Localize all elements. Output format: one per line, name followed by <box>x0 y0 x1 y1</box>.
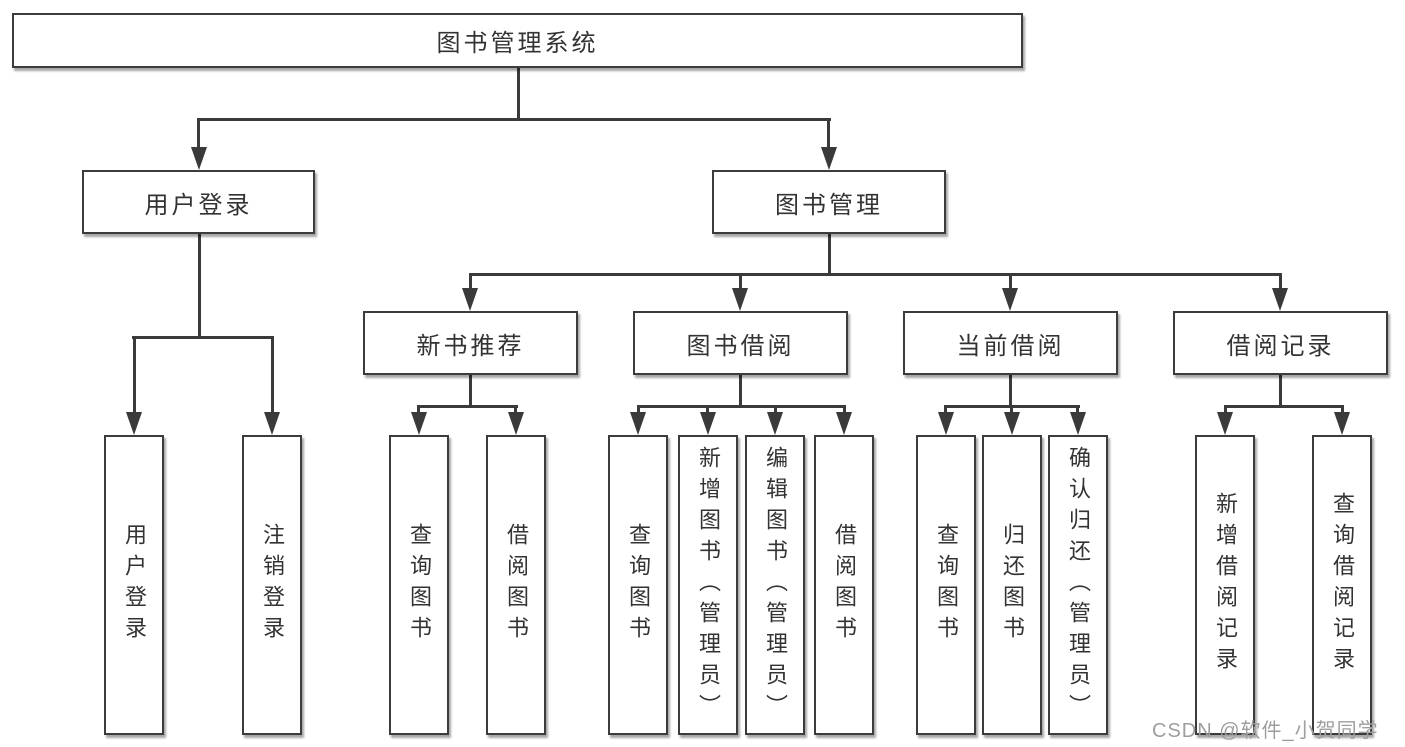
connector-drop-leaf-logout <box>271 336 274 414</box>
arrowhead-cb-query <box>938 412 954 435</box>
arrowhead-user-login <box>191 147 207 170</box>
leaf-cb-return-books-label: 归还图书 <box>1000 523 1025 647</box>
leaf-bb-edit-books-admin: 编辑图书（管理员） <box>745 435 805 735</box>
leaf-cb-confirm-return-admin: 确认归还（管理员） <box>1048 435 1108 735</box>
leaf-cb-confirm-return-admin-label: 确认归还（管理员） <box>1066 445 1091 725</box>
node-borrow-records-label: 借阅记录 <box>1226 332 1335 360</box>
leaf-br-query-record-label: 查询借阅记录 <box>1330 492 1355 678</box>
connector-level3-bus <box>469 273 1282 276</box>
arrowhead-nb-query <box>411 412 427 435</box>
leaf-bb-borrow-books: 借阅图书 <box>814 435 874 735</box>
node-borrow-records: 借阅记录 <box>1173 311 1388 375</box>
leaf-nb-query-books: 查询图书 <box>389 435 449 735</box>
connector-drop-newbook <box>469 273 472 290</box>
arrowhead-borrowrecords <box>1272 288 1288 311</box>
node-book-borrow: 图书借阅 <box>633 311 848 375</box>
connector-drop-cb-confirm <box>1076 405 1079 415</box>
connector-userlogin-bus <box>132 336 273 339</box>
leaf-bb-query-books: 查询图书 <box>608 435 668 735</box>
leaf-br-query-record: 查询借阅记录 <box>1312 435 1372 735</box>
arrowhead-cb-confirm <box>1070 412 1086 435</box>
node-library-system: 图书管理系统 <box>12 13 1023 68</box>
connector-root-stem <box>517 68 520 118</box>
connector-drop-user-login <box>197 118 200 152</box>
leaf-logout: 注销登录 <box>242 435 302 735</box>
leaf-cb-query-books: 查询图书 <box>916 435 976 735</box>
connector-drop-nb-query <box>417 405 420 415</box>
connector-bookborrow-bus <box>637 405 846 408</box>
arrowhead-leaf-login <box>126 412 142 435</box>
connector-drop-br-add <box>1224 405 1227 415</box>
leaf-bb-query-books-label: 查询图书 <box>626 523 651 647</box>
arrowhead-bb-query <box>630 412 646 435</box>
node-book-management: 图书管理 <box>712 170 946 234</box>
leaf-bb-edit-books-admin-label: 编辑图书（管理员） <box>763 445 788 725</box>
leaf-user-login-label: 用户登录 <box>122 523 147 647</box>
arrowhead-bb-borrow <box>836 412 852 435</box>
arrowhead-bb-edit <box>767 412 783 435</box>
connector-newbook-stem <box>469 375 472 405</box>
node-book-management-label: 图书管理 <box>775 191 883 219</box>
csdn-watermark: CSDN @软件_小贺同学 <box>1152 720 1379 742</box>
node-current-borrow-label: 当前借阅 <box>956 332 1065 360</box>
leaf-cb-return-books: 归还图书 <box>982 435 1042 735</box>
connector-drop-bb-edit <box>774 405 777 415</box>
connector-drop-borrowrecords <box>1279 273 1282 290</box>
node-new-book-recommend-label: 新书推荐 <box>416 332 525 360</box>
leaf-nb-query-books-label: 查询图书 <box>407 523 432 647</box>
connector-drop-nb-borrow <box>514 405 517 415</box>
leaf-cb-query-books-label: 查询图书 <box>934 523 959 647</box>
node-user-login-label: 用户登录 <box>144 191 253 219</box>
connector-level1-bus <box>197 118 831 121</box>
node-new-book-recommend: 新书推荐 <box>363 311 578 375</box>
connector-drop-cb-query <box>944 405 947 415</box>
connector-drop-cb-return <box>1010 405 1013 415</box>
arrowhead-bookborrow <box>732 288 748 311</box>
leaf-bb-add-books-admin-label: 新增图书（管理员） <box>696 445 721 725</box>
connector-bookmgmt-stem <box>828 233 831 273</box>
arrowhead-br-query <box>1334 412 1350 435</box>
arrowhead-leaf-logout <box>264 412 280 435</box>
connector-drop-leaf-login <box>133 336 136 414</box>
arrowhead-cb-return <box>1004 412 1020 435</box>
leaf-bb-borrow-books-label: 借阅图书 <box>832 523 857 647</box>
connector-newbook-bus <box>418 405 518 408</box>
node-current-borrow: 当前借阅 <box>903 311 1118 375</box>
node-book-borrow-label: 图书借阅 <box>686 332 795 360</box>
connector-userlogin-stem <box>198 233 201 336</box>
connector-borrowrecords-bus <box>1224 405 1344 408</box>
connector-drop-bookborrow <box>739 273 742 290</box>
connector-drop-book-mgmt <box>827 118 830 152</box>
arrowhead-currentborrow <box>1002 288 1018 311</box>
leaf-bb-add-books-admin: 新增图书（管理员） <box>678 435 738 735</box>
arrowhead-book-mgmt <box>821 147 837 170</box>
leaf-br-add-record-label: 新增借阅记录 <box>1213 492 1238 678</box>
connector-drop-bb-add <box>706 405 709 415</box>
leaf-user-login: 用户登录 <box>104 435 164 735</box>
connector-borrowrecords-stem <box>1279 375 1282 405</box>
leaf-br-add-record: 新增借阅记录 <box>1195 435 1255 735</box>
arrowhead-bb-add <box>700 412 716 435</box>
node-user-login: 用户登录 <box>82 170 315 234</box>
node-library-system-label: 图书管理系统 <box>436 30 599 57</box>
connector-drop-bb-borrow <box>843 405 846 415</box>
leaf-nb-borrow-books: 借阅图书 <box>486 435 546 735</box>
leaf-nb-borrow-books-label: 借阅图书 <box>504 523 529 647</box>
connector-currentborrow-stem <box>1009 375 1012 405</box>
leaf-logout-label: 注销登录 <box>260 523 285 647</box>
connector-drop-br-query <box>1341 405 1344 415</box>
arrowhead-newbook <box>462 288 478 311</box>
connector-drop-currentborrow <box>1009 273 1012 290</box>
connector-drop-bb-query <box>637 405 640 415</box>
arrowhead-br-add <box>1217 412 1233 435</box>
connector-bookborrow-stem <box>739 375 742 405</box>
arrowhead-nb-borrow <box>508 412 524 435</box>
